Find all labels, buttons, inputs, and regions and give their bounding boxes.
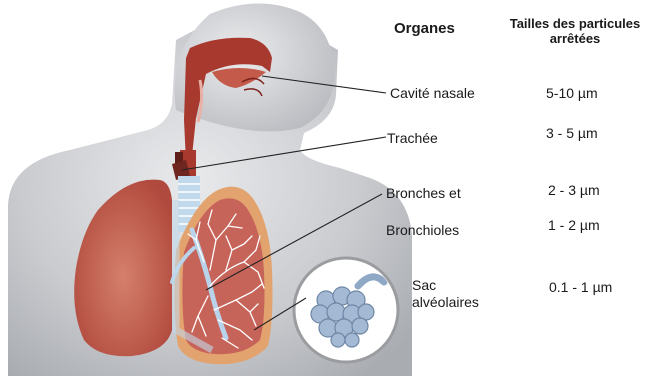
organ-label-bronchioles: Bronchioles [386,222,459,238]
organ-label-sac-line2: alvéolaires [412,294,479,310]
organ-label-nasal-cavity: Cavité nasale [390,85,475,101]
organ-label-trachea: Trachée [387,130,438,146]
alveoli-magnifier [294,258,398,362]
size-value-nasal-cavity: 5-10 µm [546,85,598,101]
size-value-bronchi: 2 - 3 µm [548,182,600,198]
size-value-alveolar-sac: 0.1 - 1 µm [549,279,612,295]
header-organs: Organes [394,20,455,37]
organ-label-sac-line1: Sac [412,277,436,293]
size-value-bronchioles: 1 - 2 µm [548,217,600,233]
header-sizes: Tailles des particules arrêtées [494,16,654,46]
size-value-trachea: 3 - 5 µm [546,125,598,141]
header-sizes-line1: Tailles des particules [494,16,654,31]
organ-label-bronchi: Bronches et [386,185,461,201]
header-sizes-line2: arrêtées [494,31,654,46]
